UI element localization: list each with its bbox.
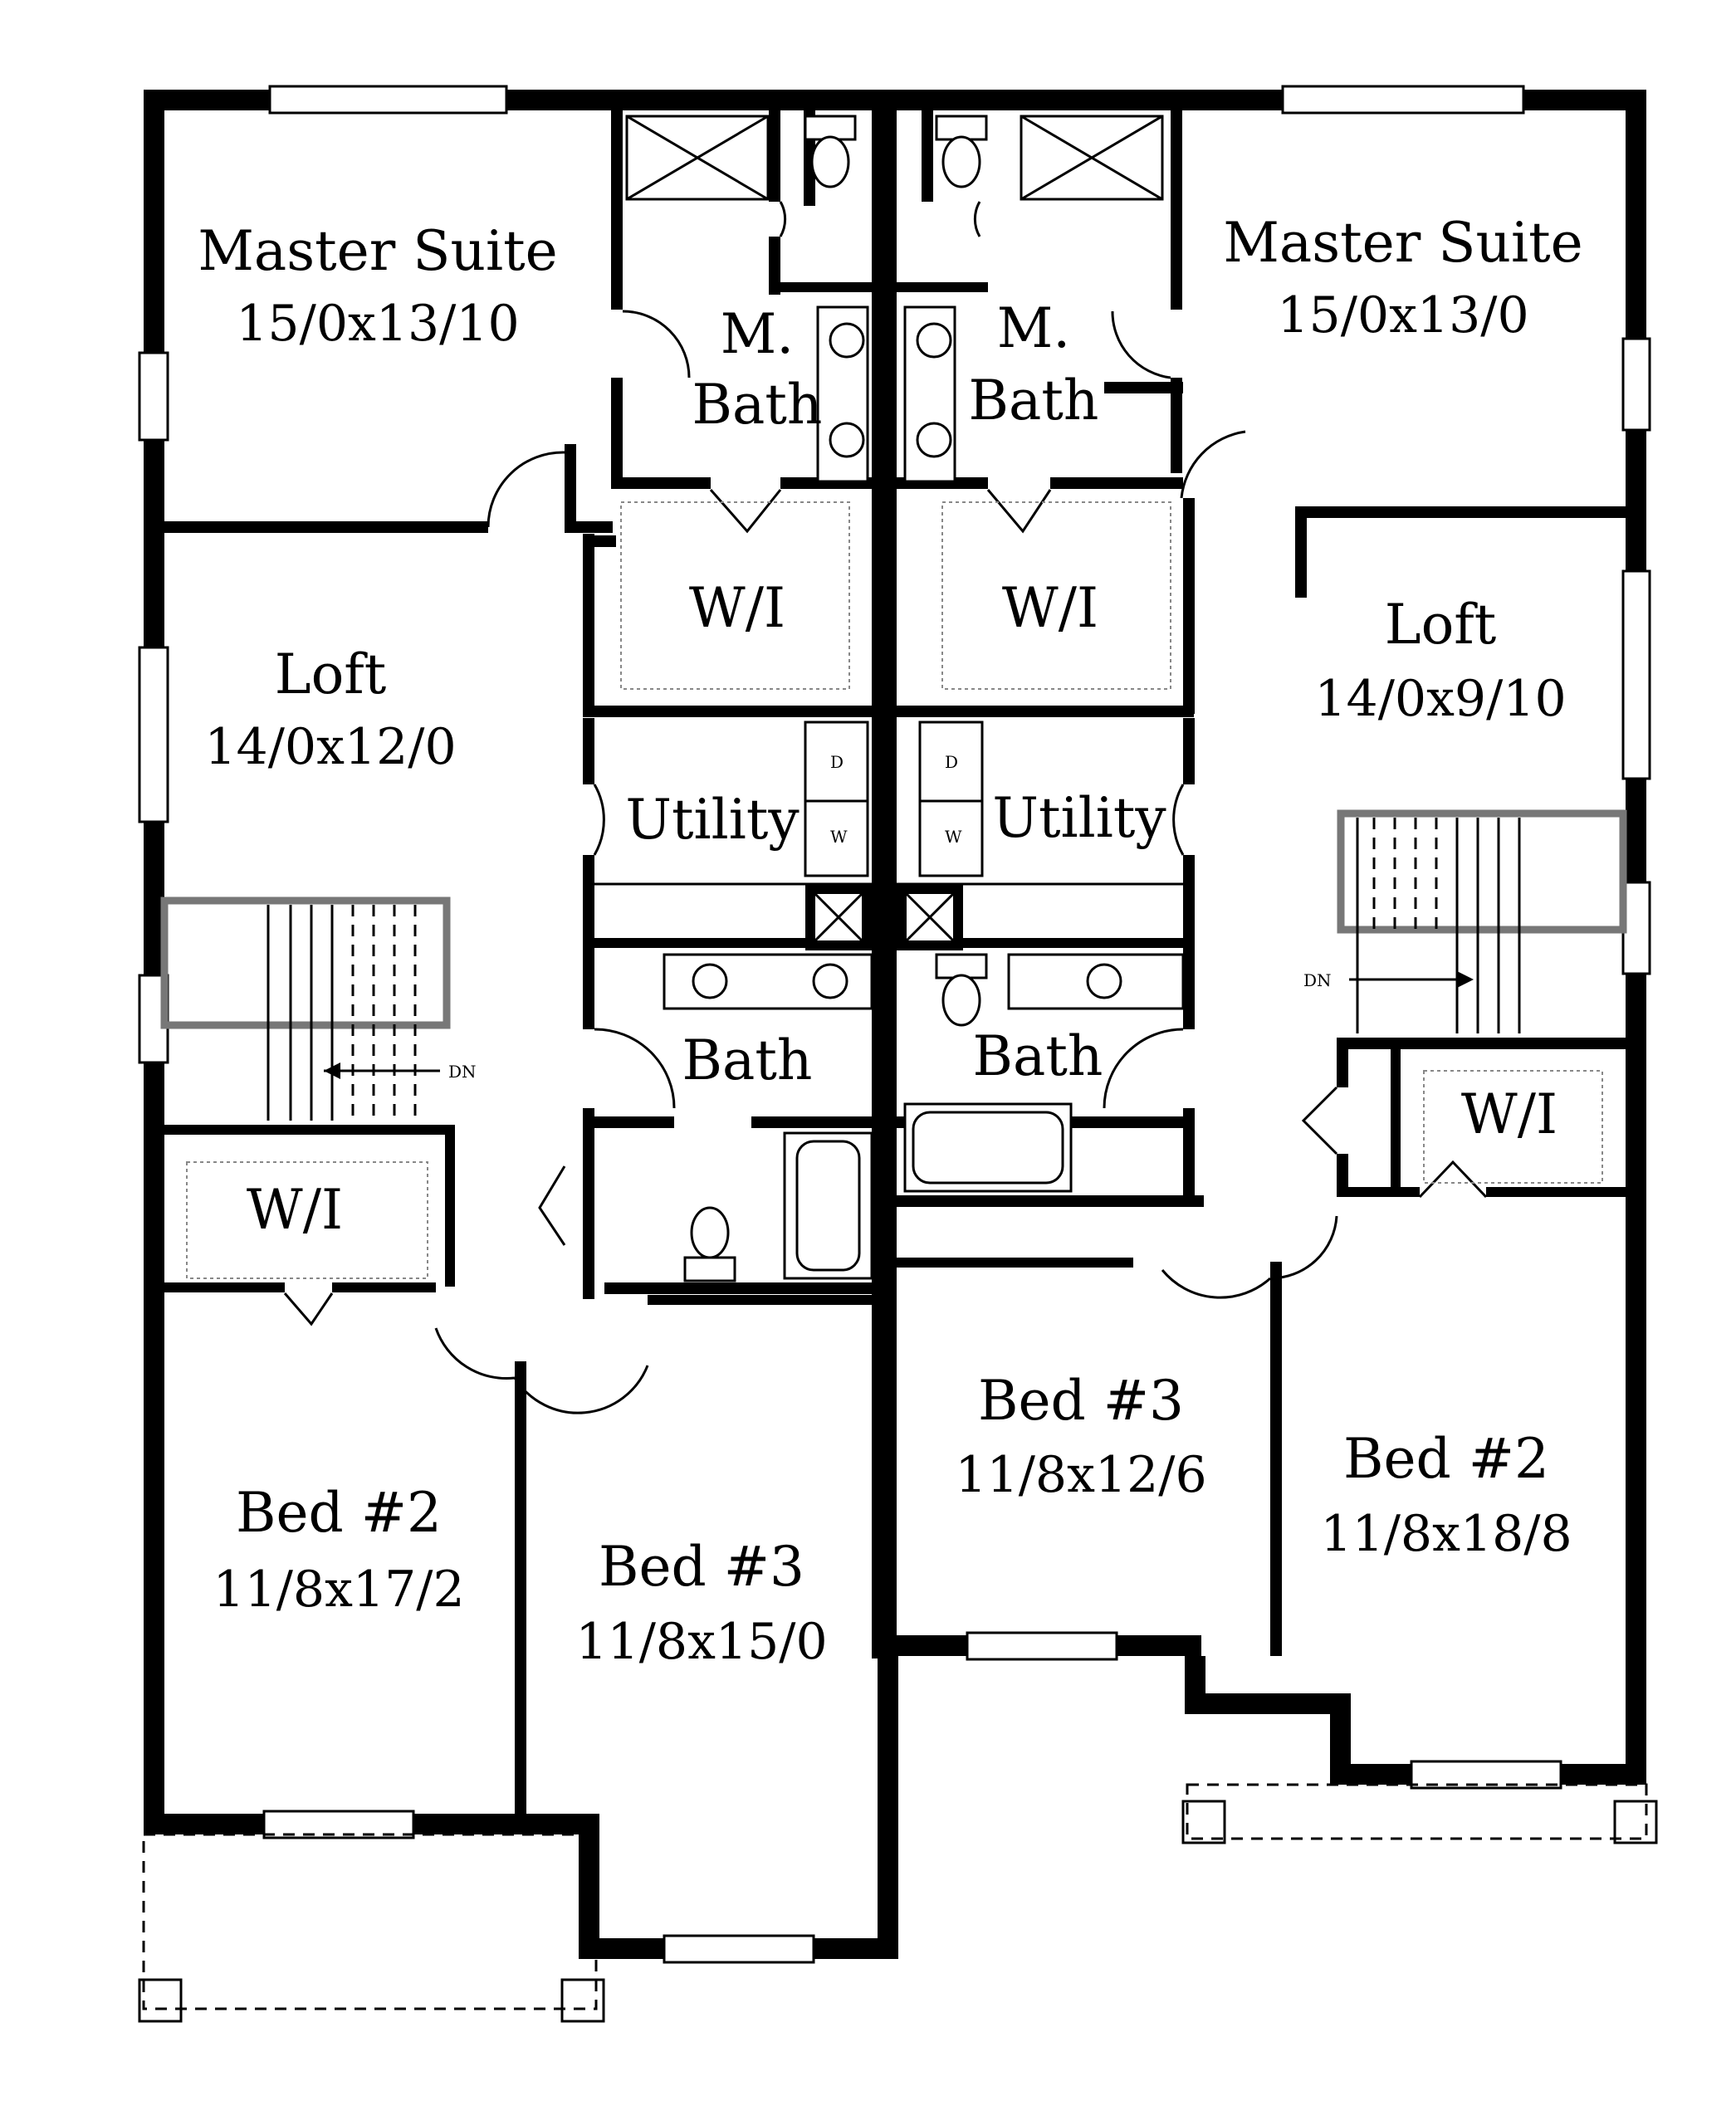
left-washer-label: W — [830, 827, 848, 847]
left-mbath-label-line1: M. — [721, 302, 795, 366]
right-stair-dn-label: DN — [1303, 970, 1332, 990]
left-utility-label: Utility — [625, 788, 800, 852]
toilets — [683, 115, 988, 1282]
laundry: D W D W — [594, 721, 1183, 950]
left-unit-walls — [144, 110, 876, 1814]
left-bed2-dims: 11/8x17/2 — [213, 1561, 464, 1619]
right-wi-mid-label: W/I — [1461, 1082, 1558, 1146]
left-loft-label: Loft — [275, 642, 387, 706]
left-bed3-dims: 11/8x15/0 — [575, 1613, 827, 1671]
right-wi-top-label: W/I — [1002, 576, 1098, 640]
vanities — [663, 305, 1185, 1010]
right-bed3-dims: 11/8x12/6 — [955, 1446, 1206, 1504]
porches — [138, 1783, 1658, 2023]
right-utility-label: Utility — [992, 786, 1166, 850]
left-stair-dn-label: DN — [448, 1062, 477, 1082]
right-washer-label: W — [945, 827, 962, 847]
left-wi-mid-label: W/I — [247, 1178, 343, 1242]
right-mbath-label-line2: Bath — [969, 369, 1099, 432]
right-loft-dims: 14/0x9/10 — [1314, 670, 1566, 728]
left-master-suite-label: Master Suite — [198, 219, 557, 283]
right-mbath-label-line1: M. — [997, 296, 1071, 360]
left-wi-top-label: W/I — [689, 576, 785, 640]
right-master-suite-label: Master Suite — [1223, 211, 1582, 275]
right-master-suite-dims: 15/0x13/0 — [1277, 286, 1528, 344]
left-stair: DN — [160, 896, 477, 1121]
tubs — [783, 1102, 1073, 1280]
windows — [138, 85, 1651, 1964]
right-dryer-label: D — [945, 752, 958, 772]
right-bed2-label: Bed #2 — [1343, 1427, 1549, 1491]
left-bed3-label: Bed #3 — [599, 1535, 804, 1599]
right-loft-label: Loft — [1385, 593, 1497, 657]
left-bath-label: Bath — [682, 1028, 813, 1092]
right-bed3-label: Bed #3 — [978, 1369, 1184, 1433]
right-unit-walls — [897, 110, 1626, 1656]
closet-outlines — [186, 501, 1603, 1279]
door-swings — [283, 201, 1488, 1414]
left-loft-dims: 14/0x12/0 — [204, 718, 456, 776]
left-master-suite-dims: 15/0x13/10 — [236, 295, 519, 353]
showers — [625, 115, 1164, 201]
left-mbath-label-line2: Bath — [692, 373, 823, 437]
right-stair: DN — [1303, 809, 1627, 1033]
right-bed2-dims: 11/8x18/8 — [1320, 1505, 1572, 1563]
left-dryer-label: D — [830, 752, 844, 772]
room-labels: Master Suite 15/0x13/10 M. Bath W/I Loft… — [198, 211, 1582, 1671]
left-bed2-label: Bed #2 — [236, 1481, 442, 1545]
right-bath-label: Bath — [973, 1024, 1103, 1088]
